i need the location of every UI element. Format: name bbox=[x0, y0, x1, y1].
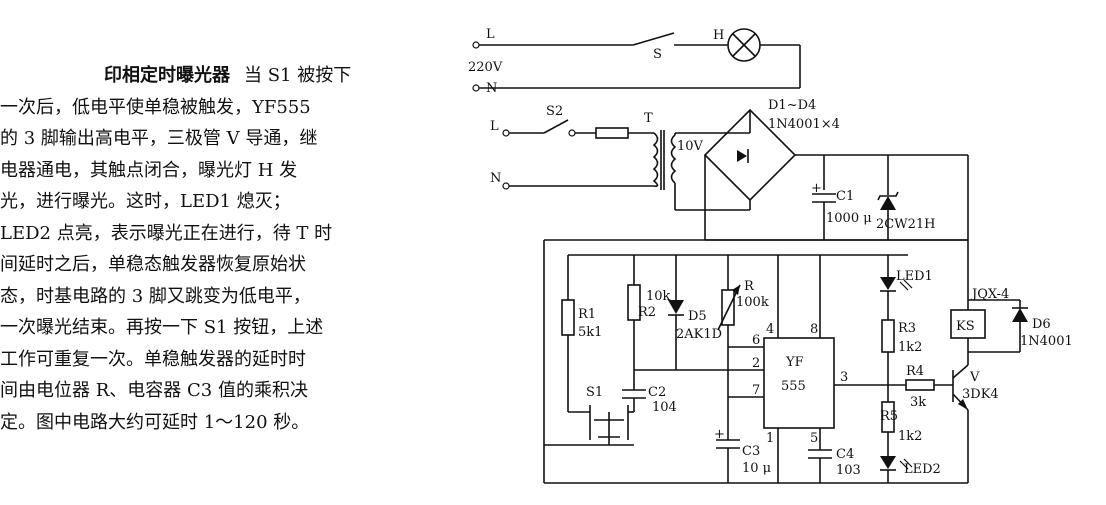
text-line-7: 间延时之后，单稳态触发器恢复原始状 bbox=[0, 254, 306, 275]
secondary-voltage-label: 10V bbox=[677, 139, 704, 154]
switch-s bbox=[632, 32, 675, 46]
pin1-label: 1 bbox=[766, 431, 774, 446]
diode-d5 bbox=[668, 300, 684, 316]
resistor-r3 bbox=[881, 319, 895, 353]
r1-label: R1 bbox=[578, 307, 596, 322]
bridge-label: D1~D4 bbox=[768, 98, 816, 113]
c3-value: 10 μ bbox=[742, 461, 771, 476]
pin7-label: 7 bbox=[752, 383, 760, 398]
relay-coil-label: KS bbox=[956, 319, 975, 334]
transformer-secondary bbox=[670, 134, 677, 184]
r3-value: 1k2 bbox=[898, 340, 922, 355]
mains-l-label: L bbox=[486, 27, 495, 42]
timer-circuit: R1 5k1 S1 10k R2 C2 104 bbox=[543, 239, 1073, 484]
r5-value: 1k2 bbox=[898, 429, 922, 444]
ic-yf555 bbox=[763, 337, 835, 429]
d6-type: 1N4001 bbox=[1020, 334, 1073, 349]
capacitor-c2 bbox=[622, 389, 646, 399]
r3-label: R3 bbox=[898, 321, 916, 336]
lamp-h-label: H bbox=[713, 28, 724, 43]
text-line-4: 电器通电，其触点闭合，曝光灯 H 发 bbox=[0, 159, 298, 181]
c1-value: 1000 μ bbox=[826, 211, 872, 226]
relay-label: JQX-4 bbox=[970, 287, 1009, 302]
terminal-l bbox=[472, 41, 480, 49]
c2-value: 104 bbox=[652, 400, 677, 415]
led2-label: LED2 bbox=[904, 462, 941, 477]
r1-value: 5k1 bbox=[578, 325, 602, 340]
zener-label: 2CW21H bbox=[876, 217, 935, 232]
r2-value: 10k bbox=[646, 289, 671, 304]
transistor-label: V bbox=[969, 370, 980, 385]
text-line-9: 一次曝光结束。再按一下 S1 按钮，上述 bbox=[0, 317, 324, 338]
c4-label: C4 bbox=[836, 447, 854, 462]
pin2-label: 2 bbox=[752, 356, 760, 371]
diode-d6 bbox=[1012, 307, 1028, 322]
text-line-5: 光，进行曝光。这时，LED1 熄灭； bbox=[0, 191, 291, 212]
switch-s-label: S bbox=[653, 47, 662, 62]
c1-label: C1 bbox=[836, 189, 854, 204]
capacitor-c3: + bbox=[714, 427, 740, 449]
text-line-12: 定。图中电路大约可延时 1～120 秒。 bbox=[0, 411, 310, 433]
pot-value: 100k bbox=[736, 295, 769, 310]
mains-voltage-label: 220V bbox=[468, 60, 503, 75]
resistor-r1 bbox=[561, 299, 575, 336]
transistor-v bbox=[952, 364, 969, 411]
bridge-rectifier bbox=[703, 108, 797, 202]
r4-label: R4 bbox=[906, 364, 924, 379]
ic-label-2: 555 bbox=[781, 379, 806, 394]
s1-label: S1 bbox=[586, 385, 603, 400]
pot-label: R bbox=[744, 279, 755, 294]
title: 印相定时曝光器 bbox=[104, 65, 230, 86]
mains-lamp-circuit: L 220V N S H bbox=[468, 27, 801, 96]
text-line-8: 态，时基电路的 3 脚又跳变为低电平， bbox=[0, 285, 311, 307]
pin3-label: 3 bbox=[840, 370, 848, 385]
transformer-label: T bbox=[644, 111, 653, 126]
pin6-label: 6 bbox=[752, 333, 760, 348]
text-line-3: 的 3 脚输出高电平，三极管 V 导通，继 bbox=[0, 128, 318, 149]
zener-diode bbox=[877, 191, 899, 210]
terminal-n bbox=[472, 84, 480, 92]
l2-label: L bbox=[490, 119, 499, 134]
d5-type: 2AK1D bbox=[676, 327, 722, 342]
pin5-label: 5 bbox=[810, 431, 818, 446]
fuse bbox=[595, 127, 629, 139]
n2-label: N bbox=[490, 171, 501, 186]
text-line-2: 一次后，低电平使单稳被触发，YF555 bbox=[0, 96, 311, 118]
capacitor-c4 bbox=[808, 449, 832, 459]
led1-label: LED1 bbox=[896, 269, 933, 284]
transformer-primary bbox=[652, 132, 659, 187]
ic-label: YF bbox=[785, 355, 804, 370]
r2-label: R2 bbox=[638, 305, 656, 320]
resistor-r4 bbox=[905, 379, 935, 391]
text-line-1: 印相定时曝光器当 S1 被按下 bbox=[104, 65, 352, 86]
pin8-label: 8 bbox=[810, 322, 818, 337]
svg-text:+: + bbox=[714, 427, 725, 442]
switch-s2 bbox=[543, 119, 569, 134]
svg-text:+: + bbox=[811, 181, 822, 196]
power-supply: L S2 N T 10V D1~D4 1N4001×4 bbox=[490, 98, 969, 241]
r5-label: R5 bbox=[880, 409, 898, 424]
transistor-type: 3DK4 bbox=[962, 387, 999, 402]
lamp-h bbox=[727, 28, 761, 62]
d6-label: D6 bbox=[1032, 317, 1051, 332]
c4-value: 103 bbox=[836, 463, 861, 478]
pushbutton-s1 bbox=[589, 405, 629, 445]
r4-value: 3k bbox=[910, 395, 926, 410]
c2-label: C2 bbox=[648, 385, 666, 400]
bridge-type-label: 1N4001×4 bbox=[768, 117, 840, 132]
d5-label: D5 bbox=[688, 309, 707, 324]
text-line-11: 间由电位器 R、电容器 C3 值的乘积决 bbox=[0, 380, 308, 401]
pin4-label: 4 bbox=[766, 322, 774, 337]
text-line-10: 工作可重复一次。单稳触发器的延时时 bbox=[0, 348, 306, 370]
description-text: 印相定时曝光器当 S1 被按下 一次后，低电平使单稳被触发，YF555 的 3 … bbox=[0, 60, 440, 438]
c3-label: C3 bbox=[742, 444, 760, 459]
circuit-diagram: L 220V N S H L S2 N T bbox=[468, 27, 1073, 484]
switch-s2-label: S2 bbox=[546, 104, 563, 119]
text-line-6: LED2 点亮，表示曝光正在进行，待 T 时 bbox=[0, 222, 333, 244]
